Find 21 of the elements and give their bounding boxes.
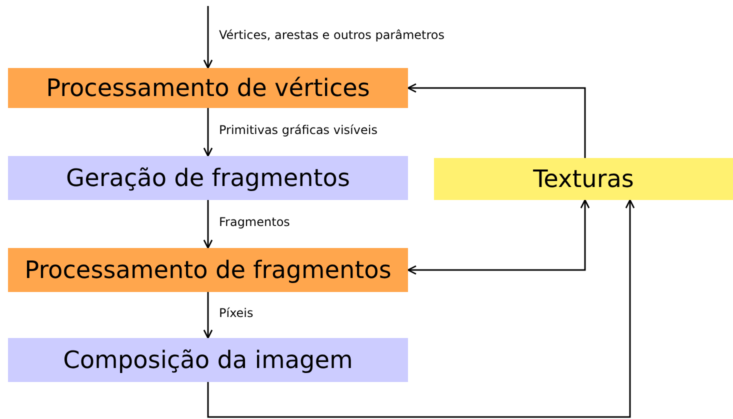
edge-label: Primitivas gráficas visíveis [219,123,378,137]
edge-label: Vértices, arestas e outros parâmetros [219,28,445,42]
arrow [203,292,213,339]
process-box [8,248,408,292]
process-box [434,158,733,200]
box-label: Composição da imagem [63,346,353,374]
box-label: Processamento de fragmentos [24,256,392,284]
process-box [8,338,408,382]
edge-label: Píxeis [219,306,254,320]
arrow [203,108,213,157]
arrow [407,83,586,158]
box-label: Geração de fragmentos [66,164,350,192]
arrow [207,199,635,418]
arrow [407,199,590,275]
arrow [203,200,213,249]
edge-label: Fragmentos [219,215,290,229]
arrow [203,6,213,69]
process-box [8,156,408,200]
process-box [8,68,408,108]
box-label: Processamento de vértices [46,74,370,102]
box-label: Texturas [533,165,634,193]
